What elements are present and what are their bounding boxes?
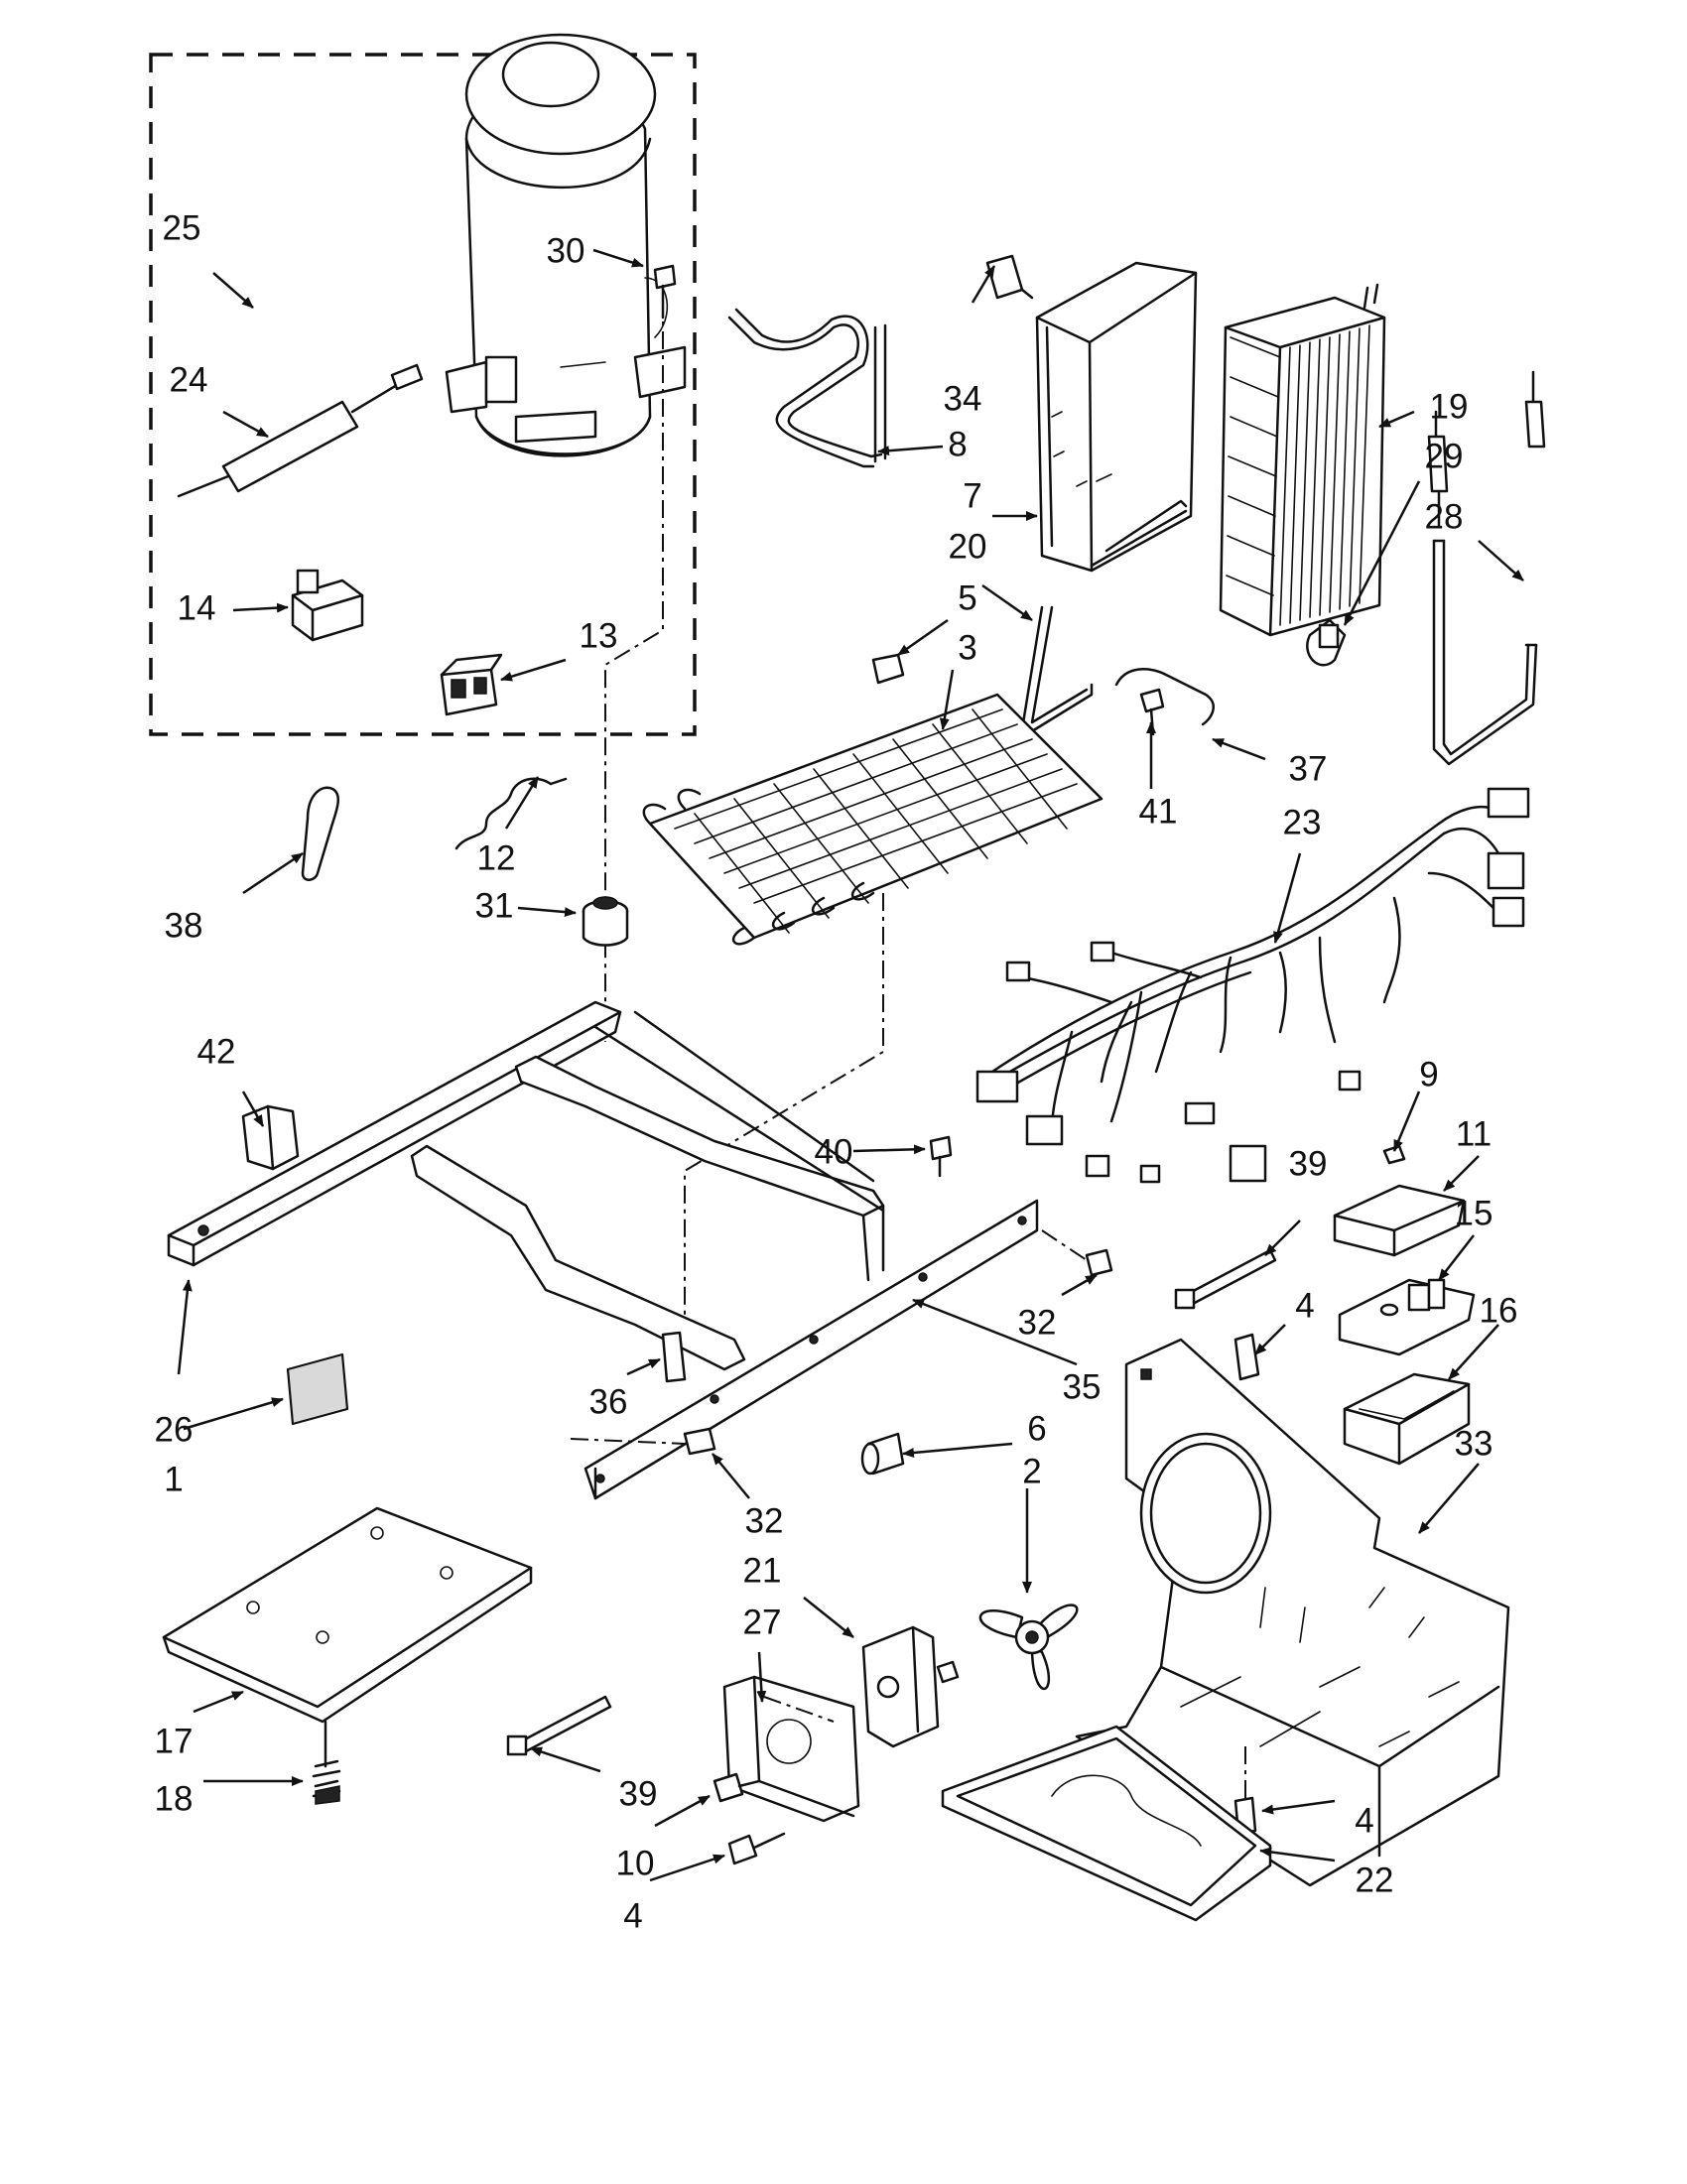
callout-6: 6 (1027, 1409, 1046, 1448)
callout-7: 7 (963, 476, 981, 515)
callout-36: 36 (589, 1382, 628, 1421)
callout-38: 38 (165, 906, 203, 945)
pad-1-part (286, 1352, 349, 1426)
callout-14: 14 (178, 588, 216, 627)
control-box-part (1343, 1372, 1471, 1466)
wire-clip-12-part (454, 777, 568, 850)
callout-12: 12 (477, 838, 516, 877)
callout-24: 24 (170, 360, 208, 399)
evaporator-part (642, 693, 1103, 946)
callout-31: 31 (475, 886, 514, 925)
cable-tie-lower-part (506, 1695, 612, 1756)
callout-29: 29 (1425, 437, 1464, 475)
control-cover-part (1333, 1184, 1466, 1257)
callout-33: 33 (1455, 1424, 1493, 1463)
callout-3: 3 (958, 628, 976, 667)
callout-5: 5 (958, 578, 976, 617)
callout-16: 16 (1480, 1291, 1518, 1330)
overload-part (440, 653, 503, 716)
callout-34: 34 (944, 379, 982, 418)
screw-10-part (713, 1772, 761, 1803)
wire-harness-part (975, 787, 1530, 1184)
callout-20: 20 (949, 527, 987, 566)
screw-36-part (661, 1331, 687, 1383)
callout-23: 23 (1283, 803, 1322, 841)
callout-21: 21 (743, 1551, 782, 1590)
drain-pan-part (941, 1725, 1272, 1922)
clip-34-part (985, 254, 1034, 300)
screw-32-lower-part (570, 1427, 716, 1456)
compressor-kit-dashed-box (149, 53, 697, 736)
callout-40: 40 (815, 1132, 853, 1171)
bolt-40-part (929, 1135, 953, 1178)
fan-motor-part (861, 1625, 960, 1748)
callout-18: 18 (155, 1779, 194, 1818)
screw-4-lower-left-part (727, 1832, 786, 1865)
hose-38-part (301, 786, 339, 881)
callout-30: 30 (547, 231, 585, 270)
base-plate-part (162, 1506, 533, 1768)
callout-41: 41 (1139, 792, 1178, 831)
compressor-part (445, 33, 687, 457)
clip-37-part (1114, 668, 1215, 726)
clip-42-part (241, 1104, 300, 1171)
callout-35: 35 (1063, 1367, 1102, 1406)
callout-32-lower: 32 (745, 1501, 784, 1540)
callout-1: 1 (164, 1460, 183, 1498)
tube-20-part (1020, 605, 1094, 736)
callout-22: 22 (1356, 1861, 1394, 1899)
screw-4-upper-part (1233, 1333, 1260, 1381)
callout-10: 10 (616, 1844, 655, 1882)
callout-27: 27 (743, 1603, 782, 1641)
callout-17: 17 (155, 1722, 194, 1760)
condenser-tube-part (727, 308, 887, 468)
callout-4-lower-left: 4 (623, 1896, 642, 1935)
filter-drier-part (177, 363, 424, 498)
callout-9: 9 (1419, 1055, 1438, 1093)
leader-arrows (177, 248, 1524, 1882)
motor-bracket-part (722, 1675, 860, 1823)
cross-rails-part (410, 1010, 885, 1371)
callout-8: 8 (948, 425, 967, 463)
condenser-shroud-part (1035, 261, 1198, 573)
clip-29-part (1306, 618, 1347, 667)
callout-28: 28 (1425, 497, 1464, 536)
callout-42: 42 (197, 1032, 236, 1071)
grommet-31-part (582, 896, 629, 947)
condenser-part (1219, 283, 1386, 637)
control-board-part (1338, 1278, 1476, 1356)
callout-25: 25 (163, 208, 201, 247)
callout-13: 13 (580, 616, 618, 655)
callout-39-upper: 39 (1289, 1144, 1328, 1183)
callout-19: 19 (1430, 387, 1469, 426)
frame-rail-35-part (584, 1199, 1039, 1500)
clip-5-part (871, 653, 905, 685)
screw-32-upper-part (1041, 1229, 1113, 1277)
callout-37: 37 (1289, 749, 1328, 788)
cable-tie-upper-part (1174, 1248, 1277, 1310)
fan-blade-part (978, 1604, 1079, 1691)
callout-39-lower: 39 (619, 1774, 658, 1813)
callout-32-upper: 32 (1018, 1303, 1057, 1342)
callout-labels: 25 24 30 8 34 7 19 29 28 20 5 3 14 13 12… (155, 208, 1518, 1935)
callout-15: 15 (1455, 1194, 1493, 1232)
callout-2: 2 (1022, 1452, 1041, 1490)
callout-4-lower-right: 4 (1355, 1801, 1373, 1840)
plug-6-part (860, 1432, 905, 1476)
spring-18-part (312, 1759, 341, 1805)
frame-rail-26-part (167, 1000, 622, 1267)
relay-part (291, 569, 364, 642)
callout-26: 26 (155, 1410, 194, 1449)
callout-4-upper: 4 (1295, 1286, 1314, 1325)
bolt-30-part (653, 264, 677, 320)
callout-11: 11 (1456, 1114, 1492, 1153)
fan-bracket-part (1075, 1338, 1510, 1887)
drier-tube-part (1427, 370, 1546, 766)
